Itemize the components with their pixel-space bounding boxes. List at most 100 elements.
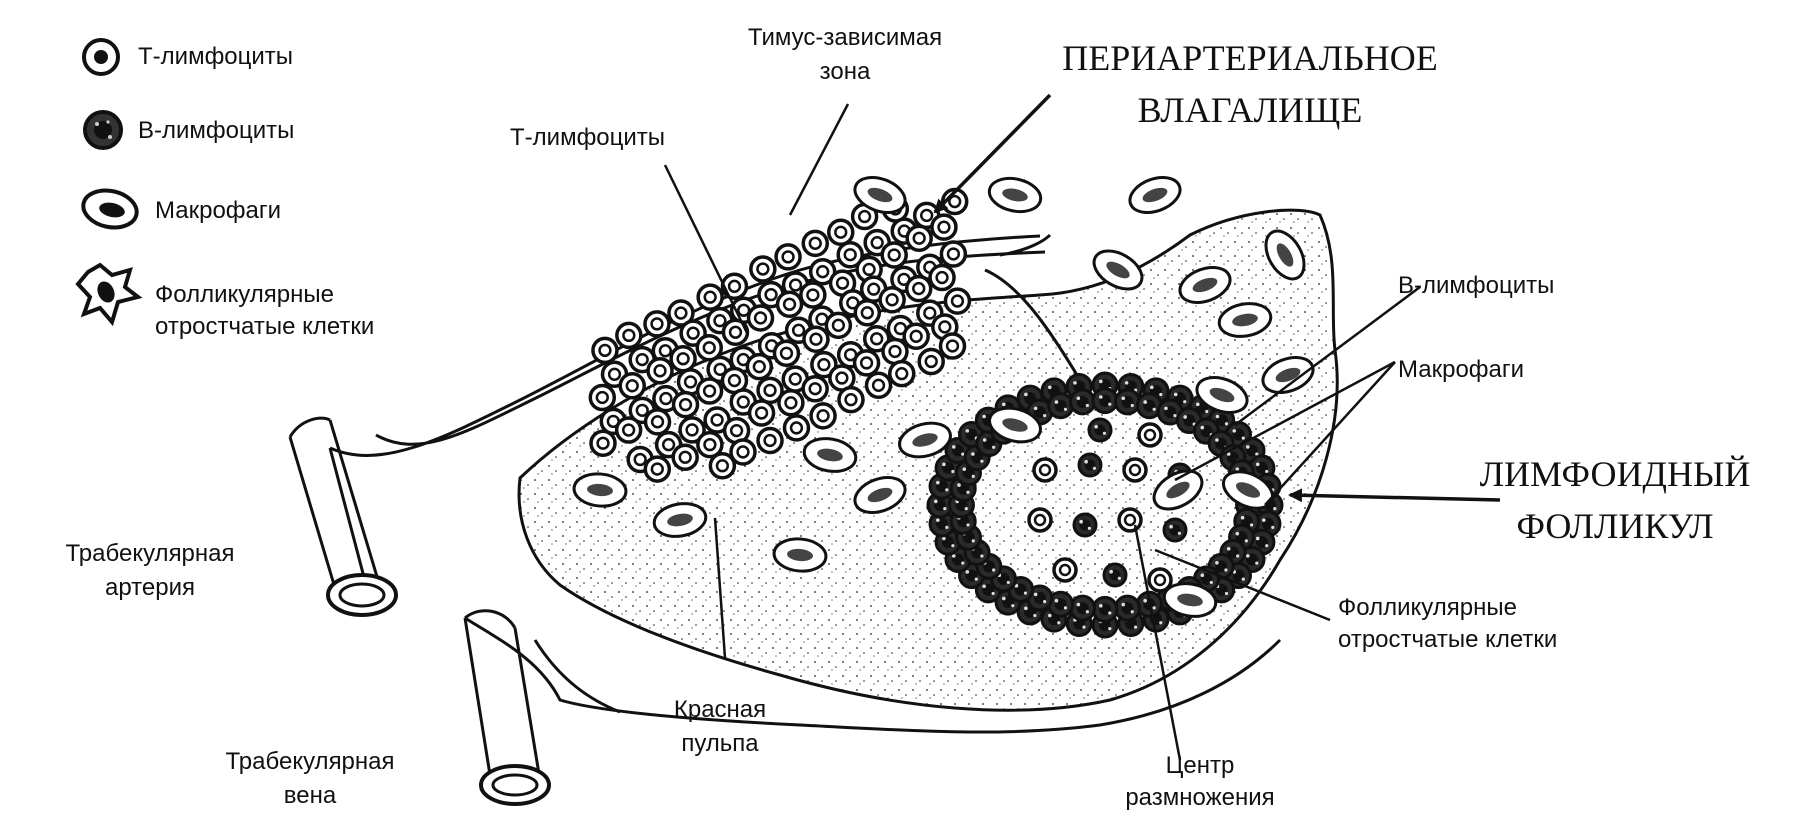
t-lymphocyte: [878, 286, 906, 314]
legend-follicular-cells-line1: Фолликулярные: [155, 281, 334, 308]
t-lymphocyte: [671, 390, 700, 419]
label-thymus-zone-line2: зона: [819, 58, 871, 85]
germinal-center-cells: [1027, 417, 1193, 593]
t-lymphocyte: [643, 408, 672, 436]
t-lymphocyte: [643, 310, 671, 338]
legend-macrophages: Макрофаги: [155, 197, 282, 224]
t-lymphocyte: [799, 281, 827, 309]
t-lymphocyte: [729, 438, 757, 466]
t-lymphocyte: [902, 322, 930, 351]
label-trab-artery-line2: артерия: [105, 574, 195, 601]
b-lymphocyte: [1047, 392, 1075, 420]
t-lymphocyte: [747, 399, 776, 427]
t-lymphocyte: [904, 274, 933, 303]
macrophage-group: [572, 176, 1315, 618]
t-lymphocyte: [828, 364, 856, 392]
macrophage: [772, 537, 828, 573]
b-lymphocyte: [1087, 417, 1113, 443]
t-lymphocyte: [802, 325, 830, 353]
label-thymus-zone-line1: Тимус-зависимая: [747, 24, 943, 51]
macrophage: [1128, 176, 1182, 214]
label-red-pulp-line1: Красная: [673, 696, 767, 723]
t-lymphocyte: [930, 213, 958, 241]
t-lymphocyte: [905, 224, 933, 252]
label-trab-vein-line1: Трабекулярная: [225, 748, 395, 775]
label-periarterial-line1: ПЕРИАРТЕРИАЛЬНОЕ: [1062, 38, 1438, 78]
t-lymphocyte: [671, 443, 699, 472]
macrophage: [1152, 469, 1204, 511]
label-follicle-line2: ФОЛЛИКУЛ: [1516, 506, 1714, 546]
t-lymphocyte: [774, 243, 802, 271]
t-lymphocyte: [1052, 557, 1078, 583]
t-lymphocyte: [1147, 567, 1173, 593]
t-lymphocyte: [1027, 507, 1053, 533]
b-lymphocyte: [1113, 388, 1141, 416]
t-lymphocyte: [862, 325, 891, 353]
macrophage: [1264, 229, 1306, 281]
t-lymphocyte: [669, 344, 697, 373]
legend-b-lymphocytes: В-лимфоциты: [138, 117, 295, 144]
label-periarterial-line2: ВЛАГАЛИЩЕ: [1137, 90, 1363, 130]
macrophage: [853, 476, 907, 514]
b-lymphocyte: [1047, 590, 1075, 618]
t-lymphocyte: [618, 372, 646, 400]
t-lymphocyte: [772, 339, 801, 367]
macrophage: [802, 437, 858, 473]
macrophage: [987, 176, 1043, 214]
macrophage: [1261, 356, 1315, 394]
t-lymphocyte: [588, 383, 617, 412]
t-lymphocyte: [643, 455, 672, 483]
t-lymphocyte: [916, 253, 944, 282]
t-lymphocyte: [888, 359, 916, 388]
t-lymphocyte: [746, 304, 775, 332]
label-follicular-cells-line2: отростчатые клетки: [1338, 626, 1558, 653]
t-lymphocyte: [852, 349, 881, 377]
t-lymphocyte: [756, 376, 784, 405]
t-lymphocyte: [667, 299, 695, 327]
macrophage: [652, 502, 708, 538]
legend-follicular-cells-line2: отростчатые клетки: [155, 313, 375, 340]
label-b-lymphocytes: В-лимфоциты: [1398, 272, 1555, 299]
macrophage: [853, 176, 907, 214]
t-lymphocyte: [749, 255, 777, 283]
macrophage: [1195, 376, 1249, 414]
label-trab-artery-line1: Трабекулярная: [65, 540, 235, 567]
b-lymphocyte: [1102, 562, 1128, 588]
b-lymphocyte: [1113, 594, 1141, 622]
label-trab-vein-line2: вена: [283, 782, 337, 809]
pointer-lines: [663, 103, 1421, 761]
legend-t-lymphocytes: Т-лимфоциты: [138, 43, 294, 70]
t-lymphocyte: [775, 290, 804, 319]
t-lymphocyte: [939, 240, 968, 268]
t-lymphocyte: [881, 337, 909, 366]
macrophage: [1092, 249, 1144, 291]
b-lymphocyte: [1091, 595, 1119, 623]
t-lymphocyte: [943, 287, 972, 315]
t-lymphocyte: [938, 332, 967, 360]
macrophage: [1217, 302, 1273, 338]
trabecular-vein: [464, 616, 1282, 734]
macrophage: [1221, 470, 1275, 510]
red-pulp-body: [517, 208, 1339, 712]
t-lymphocyte-icon: [82, 38, 120, 76]
t-lymphocyte: [917, 347, 945, 376]
t-lymphocyte: [809, 402, 837, 430]
trabecular-artery-stem: [288, 419, 380, 589]
b-lymphocyte: [1135, 392, 1163, 420]
b-lymphocyte: [1162, 517, 1188, 543]
t-lymphocyte: [801, 229, 830, 258]
label-t-lymphocytes: Т-лимфоциты: [510, 124, 666, 151]
macrophage: [898, 421, 952, 459]
t-lymphocyte: [880, 241, 908, 269]
t-lymphocyte: [695, 377, 724, 405]
t-lymphocyte: [1032, 457, 1058, 483]
t-lymphocyte: [777, 389, 805, 417]
t-lymphocyte: [589, 429, 617, 457]
t-lymphocyte: [808, 257, 837, 286]
periarterial-arrow: [933, 93, 1052, 214]
t-lymphocyte: [720, 272, 749, 301]
b-lymphocyte-icon: [83, 110, 123, 150]
macrophage-icon: [81, 188, 139, 230]
b-lymphocyte: [1077, 452, 1103, 478]
